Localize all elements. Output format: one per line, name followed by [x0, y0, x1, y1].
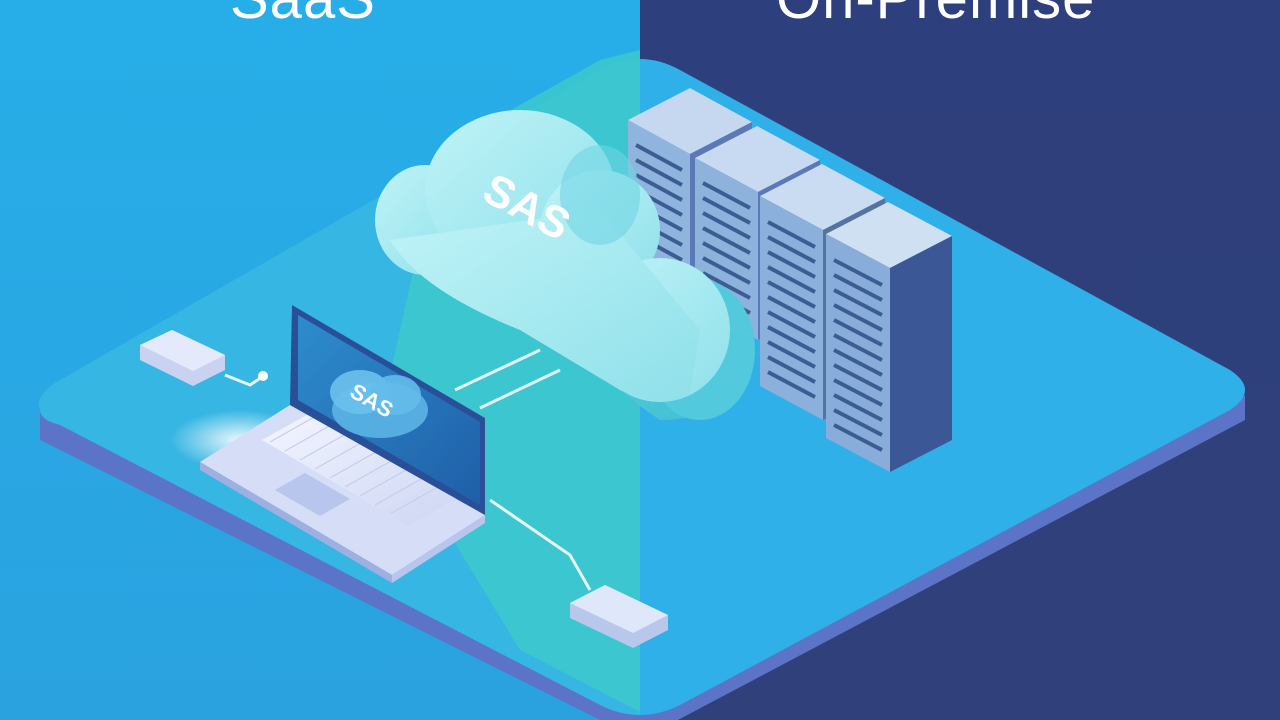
saas-heading: SaaS [230, 0, 376, 28]
cloud-icon: SAS [375, 110, 755, 420]
platform-edge [40, 395, 1245, 720]
network-lines [224, 348, 592, 591]
screen-cloud-icon [330, 370, 428, 438]
mouse-icon [570, 585, 668, 648]
laptop-icon: SAS [170, 305, 485, 583]
on-premise-heading: On-Premise [776, 0, 1095, 28]
router-icon [140, 330, 268, 386]
